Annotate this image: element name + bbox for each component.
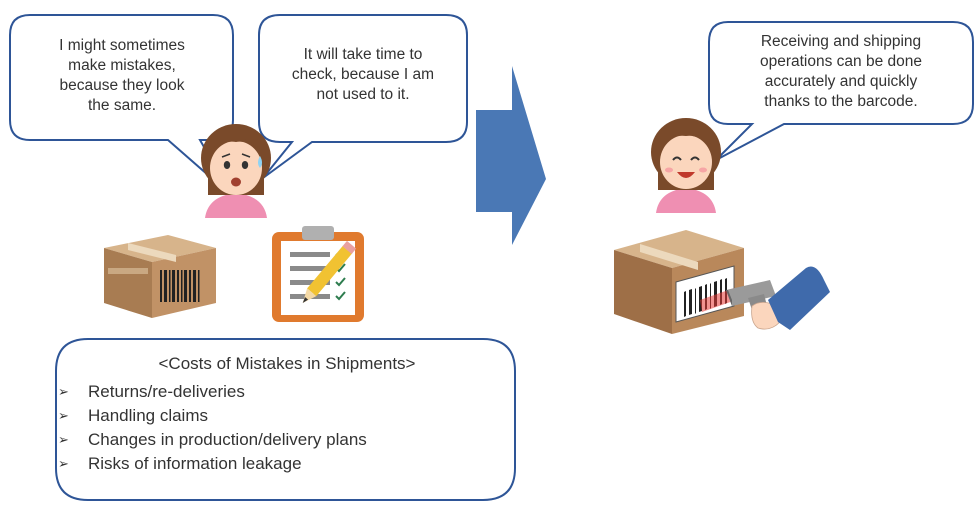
- worried-woman-icon: [201, 124, 271, 218]
- scan-beam-shape: [700, 288, 736, 312]
- bubble-line: It will take time to: [303, 46, 423, 63]
- speech-bubble-time: [258, 14, 468, 179]
- bubble-line: operations can be done: [759, 53, 923, 70]
- bubble-line: accurately and quickly: [764, 73, 918, 90]
- bubble-text-time: It will take time to check, because I am…: [264, 45, 462, 105]
- costs-box: [55, 338, 516, 501]
- bubble-line: I might sometimes: [59, 37, 185, 54]
- list-item-label: Risks of information leakage: [88, 454, 302, 473]
- arrow-bullet-icon: ➢: [58, 432, 69, 447]
- bubble-line: the same.: [87, 97, 157, 114]
- bubble-line: Receiving and shipping: [760, 33, 922, 50]
- smiling-woman-icon: [651, 118, 721, 213]
- costs-panel: <Costs of Mistakes in Shipments> ➢ Retur…: [58, 352, 498, 476]
- sleeve-shape: [768, 266, 830, 330]
- barcode-box-icon: [614, 230, 744, 334]
- arrow-bullet-icon: ➢: [58, 456, 69, 471]
- clipboard-checklist-icon: [272, 226, 364, 322]
- right-arrow-shape: [476, 66, 546, 245]
- list-item: ➢ Returns/re-deliveries: [58, 380, 498, 404]
- bubble-line: make mistakes,: [68, 57, 176, 74]
- speech-bubble-barcode: [708, 21, 974, 161]
- cardboard-box-icon: [104, 235, 216, 318]
- bubble-line: not used to it.: [316, 86, 410, 103]
- list-item: ➢ Changes in production/delivery plans: [58, 428, 498, 452]
- list-item-label: Changes in production/delivery plans: [88, 430, 367, 449]
- arrow-bullet-icon: ➢: [58, 384, 69, 399]
- list-item: ➢ Handling claims: [58, 404, 498, 428]
- costs-list: ➢ Returns/re-deliveries ➢ Handling claim…: [58, 380, 498, 476]
- costs-title: <Costs of Mistakes in Shipments>: [158, 354, 416, 373]
- list-item: ➢ Risks of information leakage: [58, 452, 498, 476]
- list-item-label: Returns/re-deliveries: [88, 382, 245, 401]
- bubble-line: thanks to the barcode.: [764, 93, 918, 110]
- bubble-line: because they look: [59, 77, 185, 94]
- bubble-text-barcode: Receiving and shipping operations can be…: [712, 32, 970, 112]
- bubble-line: check, because I am: [291, 66, 435, 83]
- list-item-label: Handling claims: [88, 406, 208, 425]
- arrow-bullet-icon: ➢: [58, 408, 69, 423]
- bubble-text-mistakes: I might sometimes make mistakes, because…: [24, 36, 220, 116]
